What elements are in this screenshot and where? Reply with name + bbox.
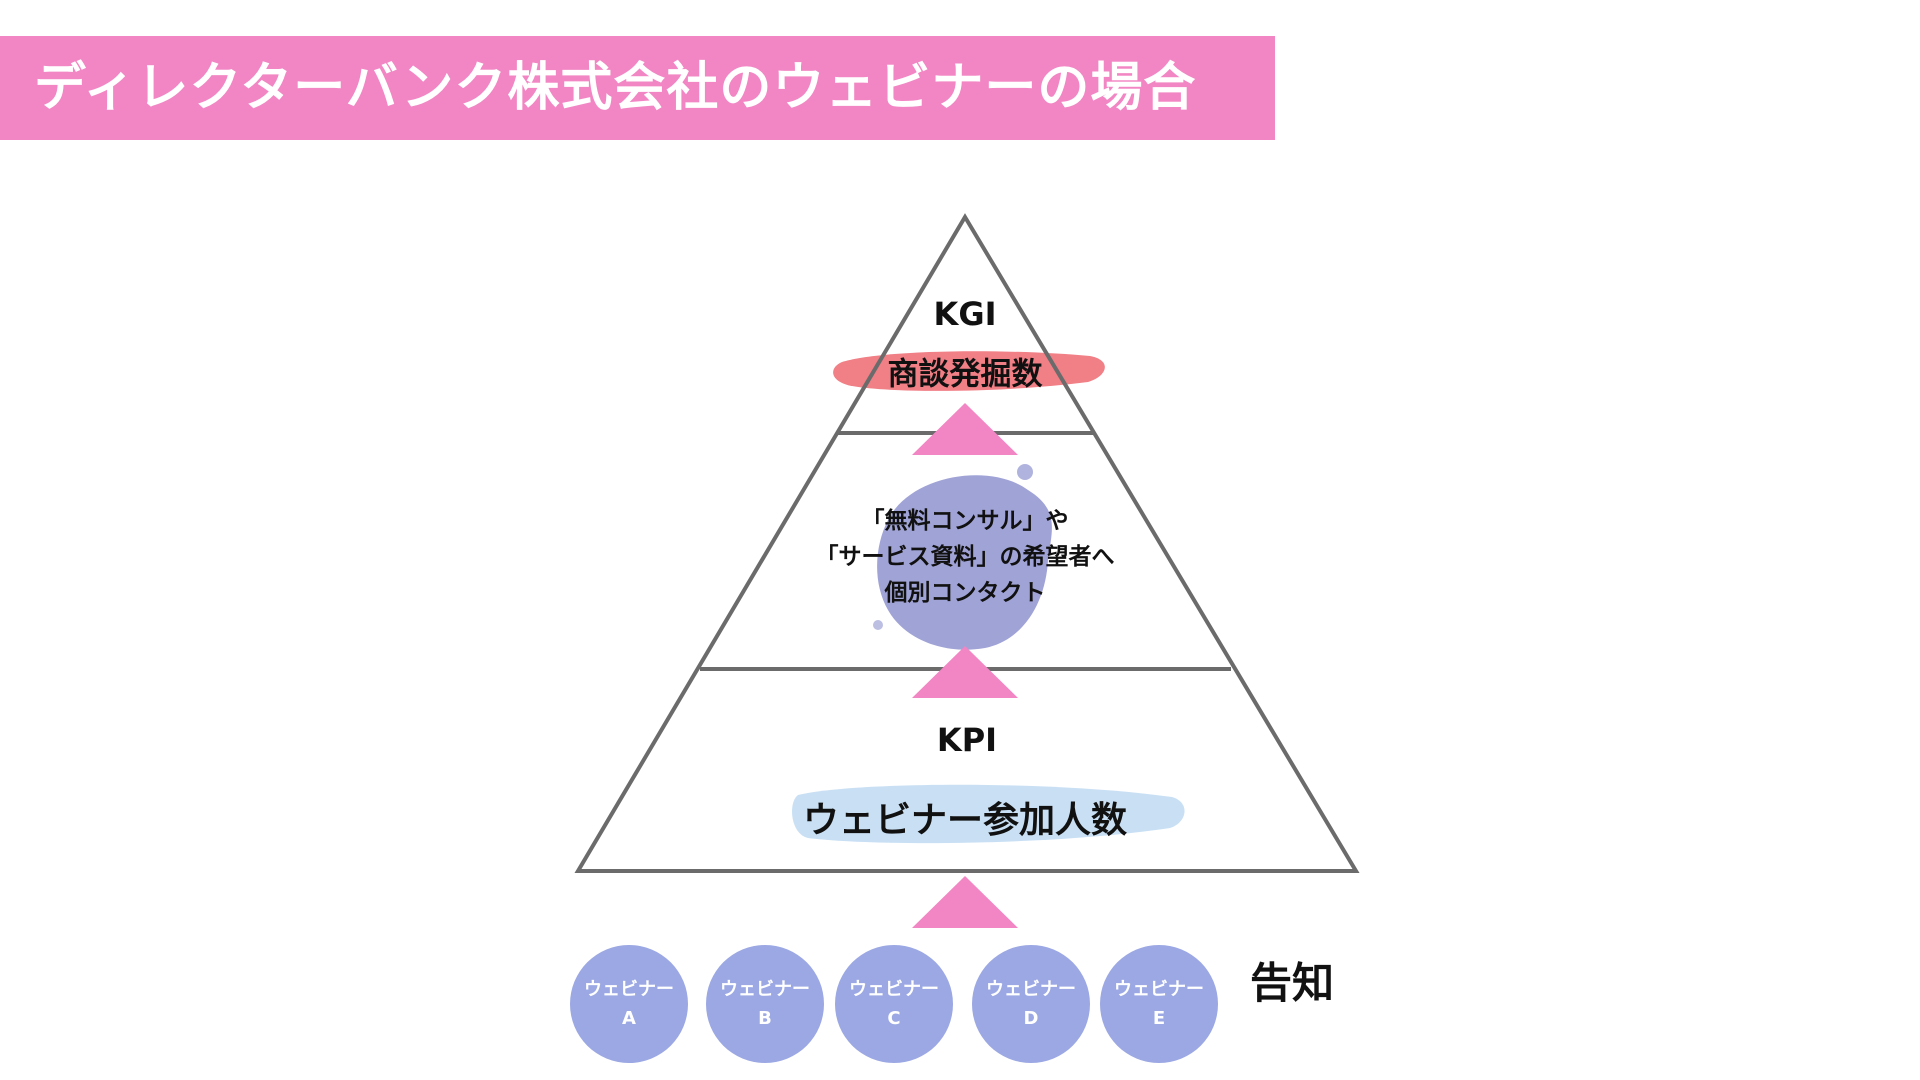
kgi-label: KGI — [933, 295, 997, 333]
webinar-letter: C — [887, 1008, 901, 1029]
webinar-name: ウェビナー — [1114, 979, 1204, 1000]
webinar-name: ウェビナー — [584, 979, 674, 1000]
webinar-circle-b: ウェビナー B — [706, 945, 824, 1063]
middle-tier-text: 「無料コンサル」や 「サービス資料」の希望者へ 個別コンタクト — [816, 503, 1115, 611]
webinar-name: ウェビナー — [986, 979, 1076, 1000]
webinar-letter: E — [1152, 1008, 1166, 1029]
mid-blob — [877, 475, 1052, 650]
webinar-circle-e: ウェビナー E — [1100, 945, 1218, 1063]
webinar-circle-a: ウェビナー A — [570, 945, 688, 1063]
arrow-up-icon — [912, 876, 1018, 928]
webinar-circle-c: ウェビナー C — [835, 945, 953, 1063]
title-bar: ディレクターバンク株式会社のウェビナーの場合 — [0, 36, 1275, 140]
mid-blob-splash — [1017, 464, 1033, 480]
announcement-label: 告知 — [1250, 958, 1335, 1008]
webinar-letter: B — [758, 1008, 772, 1029]
webinar-circle-d: ウェビナー D — [972, 945, 1090, 1063]
webinar-name: ウェビナー — [849, 979, 939, 1000]
arrow-up-icon — [912, 403, 1018, 455]
arrow-up-icon — [912, 646, 1018, 698]
middle-tier-line: 個別コンタクト — [884, 580, 1046, 606]
kpi-label: KPI — [936, 721, 998, 759]
kpi-metric: ウェビナー参加人数 — [802, 800, 1128, 841]
webinar-name: ウェビナー — [720, 979, 810, 1000]
mid-blob-splash — [873, 620, 883, 630]
webinar-letter: A — [622, 1008, 636, 1029]
kgi-highlight — [833, 351, 1105, 391]
middle-tier-line: 「無料コンサル」や — [861, 508, 1069, 534]
page-title: ディレクターバンク株式会社のウェビナーの場合 — [34, 58, 1197, 118]
pyramid-outline — [574, 213, 1360, 873]
kgi-metric: 商談発掘数 — [887, 356, 1043, 393]
webinar-letter: D — [1023, 1008, 1039, 1029]
kpi-highlight — [792, 784, 1185, 844]
middle-tier-line: 「サービス資料」の希望者へ — [815, 544, 1115, 570]
